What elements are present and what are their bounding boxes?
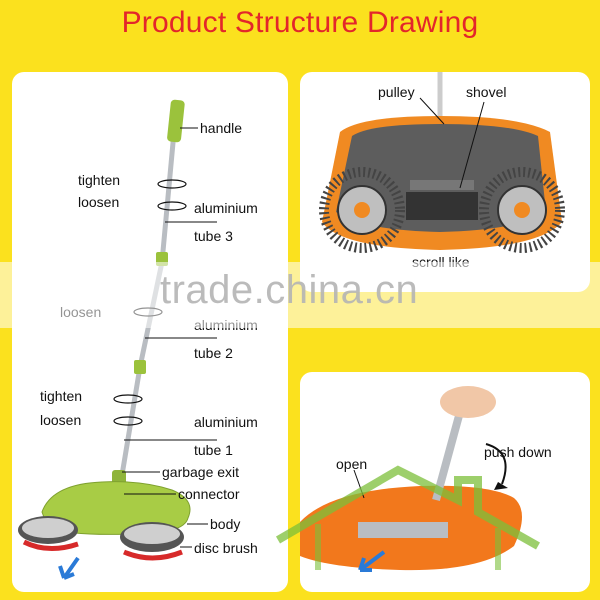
label-pulley: pulley — [378, 84, 415, 100]
label-loosen-bottom: loosen — [40, 412, 82, 428]
broom-illustration — [18, 99, 217, 580]
handle-grip — [167, 99, 185, 143]
aluminium-tube-3 — [159, 131, 177, 263]
sweeper-underside — [336, 124, 546, 232]
aluminium-tube-1 — [117, 366, 143, 488]
sweeper-pole — [432, 410, 464, 502]
watermark-text: trade.china.cn — [160, 268, 419, 312]
label-push-down: push down — [484, 444, 552, 460]
side-brush-right — [479, 167, 565, 253]
sweeper-usage-panel: open push down — [300, 372, 590, 592]
sweeper-underside-illustration — [319, 72, 565, 253]
house-logo-icon — [275, 465, 540, 570]
sweeper-usage-illustration — [300, 386, 522, 572]
label-aluminium-1: aluminium — [194, 414, 258, 430]
scroll-brush — [406, 192, 478, 220]
label-tube-1: tube 1 — [194, 442, 233, 458]
sweeper-body — [41, 481, 191, 535]
joint-2 — [134, 360, 146, 374]
label-tighten-top: tighten — [78, 172, 121, 188]
label-tighten-bottom: tighten — [40, 388, 83, 404]
sweeper-underside-panel: pulley shovel scroll like — [300, 72, 590, 292]
broom-structure-panel: handle tighten loosen aluminium tube 3 l… — [12, 72, 288, 592]
label-loosen-top: loosen — [78, 194, 120, 210]
page-title: Product Structure Drawing — [121, 6, 479, 39]
label-handle: handle — [200, 120, 243, 136]
side-brush-left — [319, 167, 405, 253]
hand — [440, 386, 496, 418]
label-open: open — [336, 456, 368, 472]
label-body: body — [210, 516, 241, 532]
label-disc-brush: disc brush — [194, 540, 258, 556]
label-aluminium-3: aluminium — [194, 200, 258, 216]
shovel-part — [410, 180, 474, 190]
label-shovel: shovel — [466, 84, 507, 100]
label-tube-3: tube 3 — [194, 228, 233, 244]
label-connector: connector — [178, 486, 240, 502]
watermark-band — [0, 262, 600, 328]
label-garbage-exit: garbage exit — [162, 464, 240, 480]
open-dust-bin — [358, 522, 448, 538]
label-tube-2: tube 2 — [194, 345, 233, 361]
